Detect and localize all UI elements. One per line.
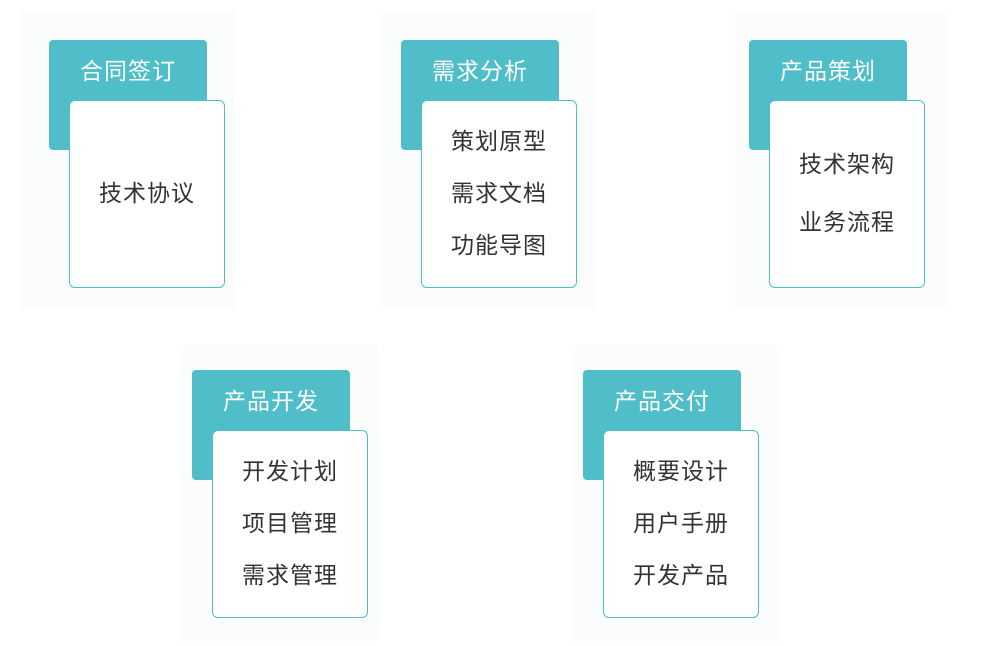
- card-item: 业务流程: [799, 210, 895, 236]
- card-item-list: 技术协议: [70, 101, 224, 287]
- card-item: 需求文档: [451, 181, 547, 207]
- card-item: 技术架构: [799, 152, 895, 178]
- card-item: 需求管理: [242, 563, 338, 589]
- card-title: 产品交付: [614, 389, 710, 415]
- process-card-planning: 产品策划 技术架构 业务流程: [749, 40, 927, 290]
- process-card-contract: 合同签订 技术协议: [49, 40, 227, 290]
- card-title: 合同签订: [80, 59, 176, 85]
- process-card-delivery: 产品交付 概要设计 用户手册 开发产品: [583, 370, 761, 620]
- card-item: 概要设计: [633, 459, 729, 485]
- card-title: 产品策划: [780, 59, 876, 85]
- card-item-list: 开发计划 项目管理 需求管理: [213, 431, 367, 617]
- card-item-list: 策划原型 需求文档 功能导图: [422, 101, 576, 287]
- card-item: 开发产品: [633, 563, 729, 589]
- card-item-list: 概要设计 用户手册 开发产品: [604, 431, 758, 617]
- card-title: 需求分析: [432, 59, 528, 85]
- card-item: 策划原型: [451, 129, 547, 155]
- process-card-development: 产品开发 开发计划 项目管理 需求管理: [192, 370, 370, 620]
- card-title: 产品开发: [223, 389, 319, 415]
- card-panel: 技术协议: [69, 100, 225, 288]
- card-panel: 开发计划 项目管理 需求管理: [212, 430, 368, 618]
- card-panel: 策划原型 需求文档 功能导图: [421, 100, 577, 288]
- card-item-list: 技术架构 业务流程: [770, 101, 924, 287]
- card-item: 功能导图: [451, 233, 547, 259]
- card-item: 用户手册: [633, 511, 729, 537]
- card-panel: 概要设计 用户手册 开发产品: [603, 430, 759, 618]
- process-card-requirements: 需求分析 策划原型 需求文档 功能导图: [401, 40, 579, 290]
- card-item: 开发计划: [242, 459, 338, 485]
- card-item: 项目管理: [242, 511, 338, 537]
- card-panel: 技术架构 业务流程: [769, 100, 925, 288]
- card-item: 技术协议: [99, 181, 195, 207]
